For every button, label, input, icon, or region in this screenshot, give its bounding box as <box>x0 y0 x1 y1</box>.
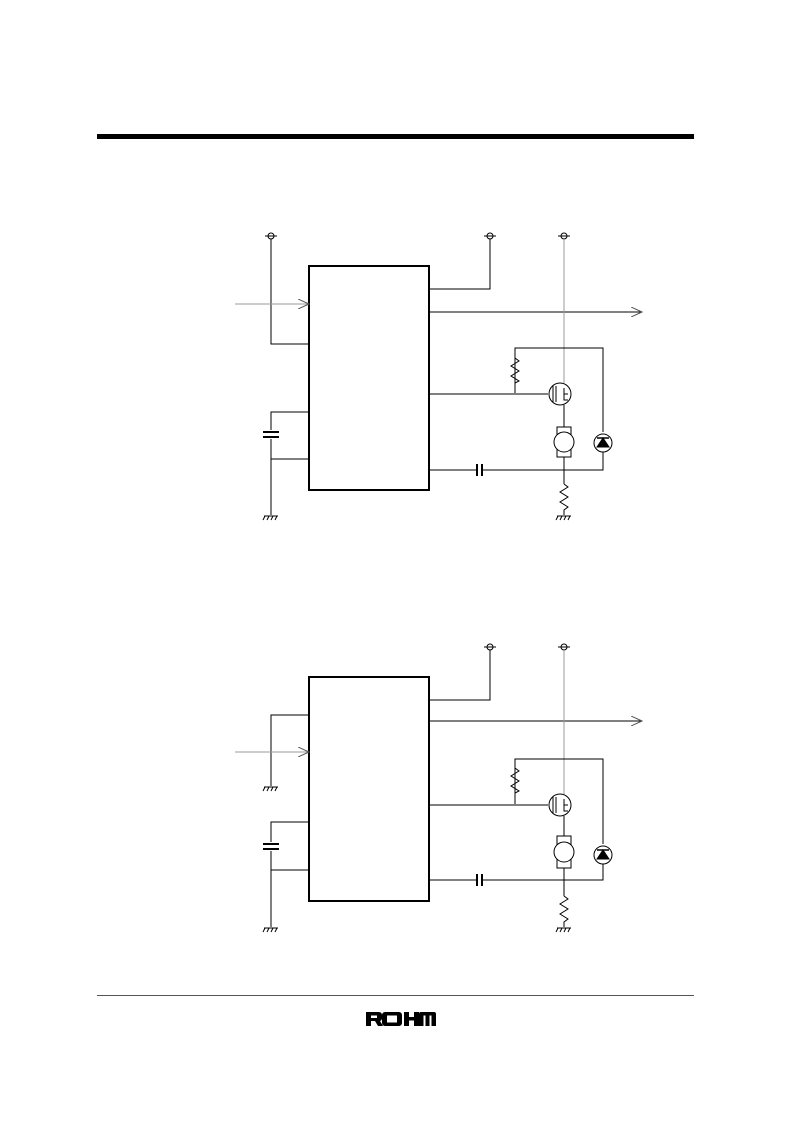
supply-terminal-right <box>558 643 570 651</box>
application-circuit-2 <box>235 643 793 933</box>
application-circuit-1 <box>235 232 793 521</box>
supply-terminal-mid <box>484 643 496 651</box>
rohm-logo-icon <box>366 1012 436 1026</box>
ic-package <box>308 676 430 902</box>
resistor-sense <box>559 895 569 927</box>
diode-icon <box>593 845 613 865</box>
wire-pin-to-ground <box>270 714 309 786</box>
motor-icon <box>553 835 575 869</box>
resistor-gate <box>510 767 521 804</box>
resistor-sense <box>559 483 569 515</box>
wire-feedback-loop <box>514 347 604 432</box>
ground-symbol-left <box>262 927 278 933</box>
resistor-gate <box>510 357 521 393</box>
mosfet-icon <box>548 382 572 406</box>
ground-symbol-right <box>555 927 571 933</box>
wire-terminal-to-ic <box>429 239 491 290</box>
supply-terminal-left <box>265 232 277 240</box>
motor-icon <box>553 426 575 458</box>
footer-rule <box>97 995 694 996</box>
diode-icon <box>593 433 613 453</box>
wire-vcc-to-ic <box>270 239 309 345</box>
ground-symbol-right <box>555 515 571 521</box>
header-rule <box>97 134 694 139</box>
supply-terminal-mid <box>484 232 496 240</box>
wire-cap-top <box>270 411 309 430</box>
ic-package <box>308 265 430 491</box>
ground-symbol-left <box>262 515 278 521</box>
mosfet-icon <box>548 793 572 817</box>
supply-terminal-right <box>558 232 570 240</box>
ground-symbol-left-upper <box>262 786 278 792</box>
